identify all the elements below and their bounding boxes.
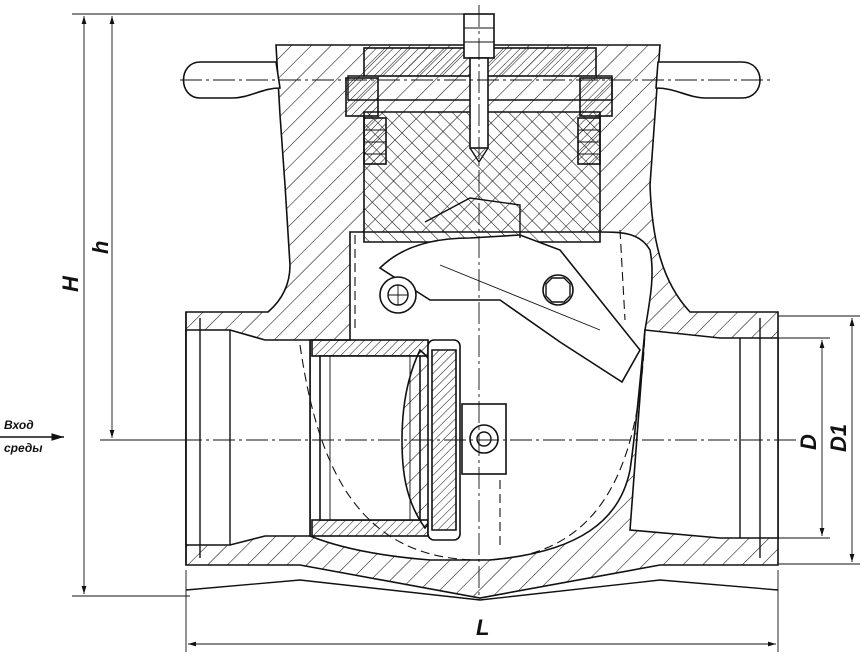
inlet-label-line1: Вход xyxy=(4,418,34,432)
dimension-label-H: H xyxy=(58,276,83,292)
check-disc xyxy=(311,197,641,541)
center-lines xyxy=(180,5,800,600)
dimension-label-D1: D1 xyxy=(826,423,851,452)
cover-assembly xyxy=(345,13,613,243)
dimension-label-L: L xyxy=(476,615,490,640)
hidden-lines xyxy=(299,229,646,561)
dimension-label-h: h xyxy=(88,240,113,254)
dimension-label-D: D xyxy=(796,434,821,450)
inlet-label-line2: среды xyxy=(4,441,43,455)
dimension-lines xyxy=(0,13,860,652)
